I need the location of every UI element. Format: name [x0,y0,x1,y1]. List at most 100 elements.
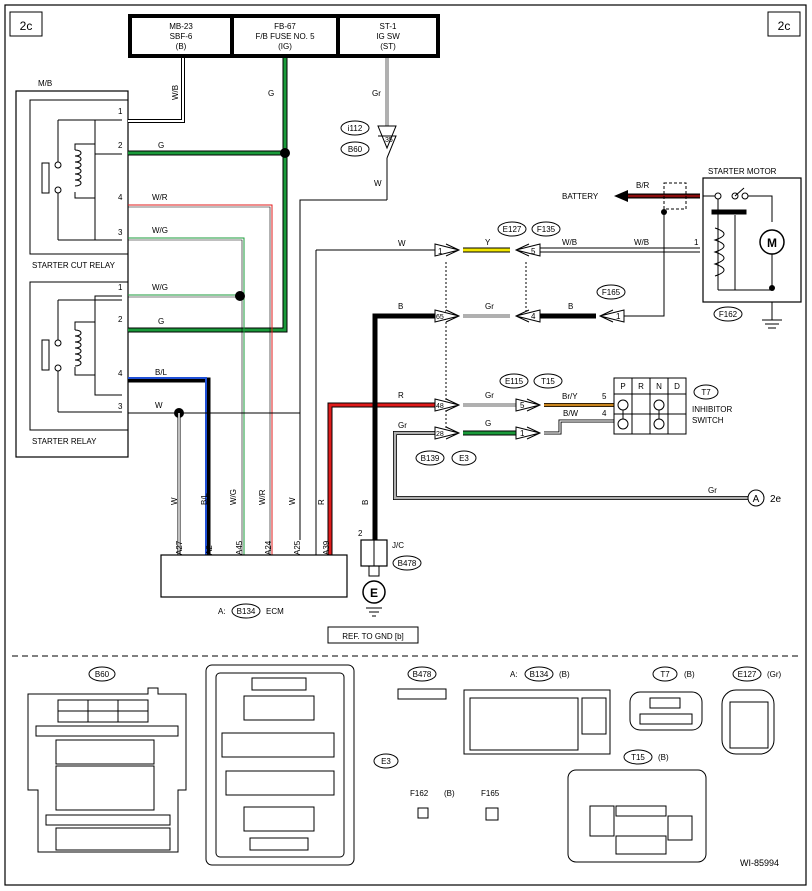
i112-tag [340,120,370,136]
cut-pin-4: 4 [118,193,123,202]
conn-pin-5b: 5 [520,401,525,410]
f165-connector-view [485,807,499,821]
e3-text: E3 [459,454,469,463]
starter-motor-label: STARTER MOTOR [708,167,777,176]
gnd-symbol [366,607,382,617]
f165-tag [596,284,626,300]
bottom-t15-tag [623,749,653,765]
wire-b-battery [624,212,665,317]
wire-y-label: Y [485,238,491,247]
bottom-b478-tag [407,666,437,682]
b134-text: B134 [237,607,256,616]
b139-text: B139 [421,454,440,463]
b478-text: B478 [398,559,417,568]
mb23-l3: (B) [176,42,187,51]
bottom-b134-tag [524,666,554,682]
wire-g-label-top: G [268,89,274,98]
conn-pin-4: 4 [531,312,536,321]
main-box-outline [15,90,129,458]
wire-bw-label: B/W [563,409,579,418]
st1-l1: ST-1 [380,22,397,31]
source-box-mb23 [132,18,230,54]
exit-a-text: A [753,494,760,505]
bottom-b60-tag [88,666,116,682]
page-tag-right [767,11,801,37]
starter-cut-relay [29,99,129,255]
conn-pin-1c: 1 [520,429,525,438]
rel-pin-3: 3 [118,402,123,411]
wire-g-label-rel: G [158,317,164,326]
fb67-l3: (IG) [278,42,292,51]
wire-w-label-inline: W [398,239,406,248]
ecm-pin-a39: A39 [322,540,331,555]
inh-pin-4: 4 [602,409,607,418]
source-box-st1 [340,18,436,54]
motor-ground [762,302,782,329]
conn-pin-5: 5 [531,247,536,256]
bottom-b134-color: (B) [559,670,570,679]
e3-tag [451,450,477,466]
t7-tag [693,384,719,400]
conn-pin-1: 1 [438,247,443,256]
fb67-l2: F/B FUSE NO. 5 [255,32,315,41]
page-tag-left [9,11,43,37]
exit-2e-text: 2e [770,494,782,505]
conn-65-male [434,309,461,323]
page-tag-left-text: 2c [20,19,33,33]
wire-gr-label-top: Gr [372,89,381,98]
motor-pin-1: 1 [694,238,699,247]
ecm-wire-wr: W/R [258,489,267,505]
wire-b-label-f165: B [568,302,573,311]
wire-g-label-inh: G [485,419,491,428]
conn-pin-1b: 1 [616,312,621,321]
bottom-t15-color: (B) [658,753,669,762]
bottom-b134-text: B134 [530,670,549,679]
cut-pin-3: 3 [118,228,123,237]
wire-b-label-vert: B [361,500,370,505]
battery-terminal-box [663,182,687,210]
wire-wg-label-cut: W/G [152,226,168,235]
wire-wg-cut [128,237,245,555]
conn-e115-male [515,398,542,412]
inh-pos-r: R [638,382,644,391]
doc-id: WI-85994 [740,858,779,868]
conn-48-male [434,398,461,412]
bottom-f162-color: (B) [444,789,455,798]
conn-pin-65: 65 [436,314,444,321]
f135-text: F135 [537,225,556,234]
wire-bry-label: Br/Y [562,392,578,401]
st1-l3: (ST) [380,42,396,51]
battery-label: BATTERY [562,192,599,201]
wire-bl-label: B/L [155,368,168,377]
f162-tag [713,306,743,322]
bottom-b60-text: B60 [95,670,110,679]
conn-e127-male [434,243,461,257]
rel-pin-1: 1 [118,283,123,292]
b478-connector-view [397,688,447,700]
starter-relay-internals [41,295,122,413]
i112-pin: 35 [385,137,393,144]
source-box-fb67 [234,18,336,54]
mb23-l2: SBF-6 [170,32,193,41]
wire-r-label: R [398,391,404,400]
fb67-l1: FB-67 [274,22,296,31]
e3-connector-view [205,664,355,866]
e127-connector-view [721,689,775,755]
starter-relay [29,281,129,431]
wire-gr-label-right: Gr [708,486,717,495]
conn-pin-28: 28 [436,431,444,438]
bottom-e127-color: (Gr) [767,670,782,679]
b134-tag [231,603,261,619]
bottom-e3-tag [373,753,399,769]
bottom-b134-prefix: A: [510,670,518,679]
wire-wb-label-1: W/B [562,238,577,247]
wire-wb-label: W/B [171,85,180,100]
ecm-wire-wg: W/G [229,489,238,505]
e115-tag [499,373,529,389]
bottom-f162-text: F162 [410,789,429,798]
cut-pin-2: 2 [118,141,123,150]
e127-tag [497,221,527,237]
cut-pin-1: 1 [118,107,123,116]
exit-circle-a [747,489,765,507]
